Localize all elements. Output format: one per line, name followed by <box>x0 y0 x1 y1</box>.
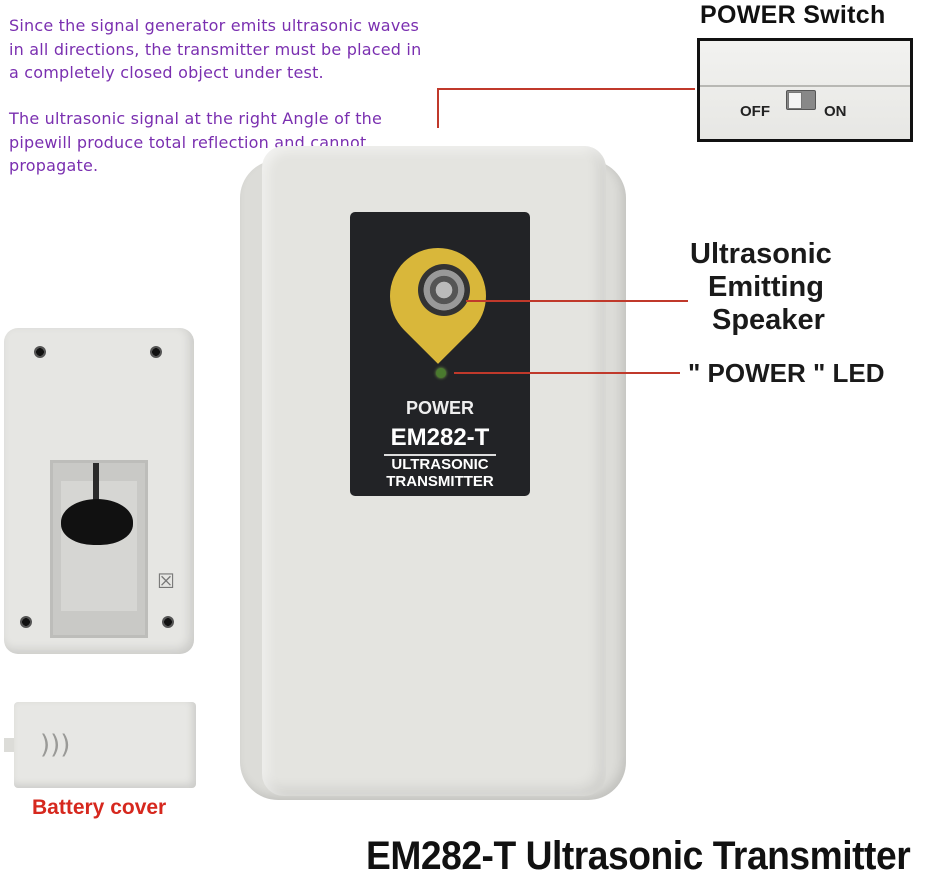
led-callout-label: " POWER " LED <box>688 358 885 388</box>
power-switch-title: POWER Switch <box>700 1 886 29</box>
speaker-callout-line <box>466 300 688 302</box>
panel-subtitle-line2: TRANSMITTER <box>386 473 494 490</box>
switch-groove <box>700 85 910 87</box>
battery-cover-label: Battery cover <box>32 796 167 819</box>
screw-icon <box>150 346 162 358</box>
battery-cover: ))) <box>14 702 196 788</box>
description-line: a completely closed object under test. <box>9 63 324 82</box>
speaker-label-line: Ultrasonic <box>690 238 832 270</box>
description-line: Since the signal generator emits ultraso… <box>9 16 420 35</box>
transmitter-label-panel: POWER EM282-T ULTRASONIC TRANSMITTER <box>350 212 530 496</box>
speaker-label-line: Emitting <box>708 271 824 303</box>
description-line: The ultrasonic signal at the right Angle… <box>9 109 383 128</box>
screw-icon <box>34 346 46 358</box>
crossed-bin-icon: ☒ <box>157 569 175 593</box>
switch-knob <box>788 92 802 109</box>
switch-off-label: OFF <box>740 103 770 120</box>
description-paragraph-1: Since the signal generator emits ultraso… <box>9 14 421 85</box>
panel-subtitle-line1: ULTRASONIC <box>391 456 489 473</box>
panel-divider <box>384 454 496 456</box>
power-led-icon <box>436 368 446 378</box>
product-title: EM282-T Ultrasonic Transmitter <box>366 834 911 878</box>
description-line: propagate. <box>9 156 99 175</box>
speaker-label-line: Speaker <box>712 304 825 336</box>
battery-clip <box>61 499 133 545</box>
led-callout-line <box>454 372 680 374</box>
grip-icon: ))) <box>40 730 71 760</box>
battery-wire <box>93 463 99 503</box>
screw-icon <box>162 616 174 628</box>
switch-on-label: ON <box>824 103 847 120</box>
speaker-icon <box>418 264 470 316</box>
battery-compartment <box>50 460 148 638</box>
screw-icon <box>20 616 32 628</box>
switch-callout-line-vertical <box>437 88 439 128</box>
battery-cover-tab <box>4 738 14 752</box>
switch-callout-line <box>437 88 695 90</box>
power-switch-inset: OFF ON <box>697 38 913 142</box>
description-line: in all directions, the transmitter must … <box>9 39 422 59</box>
panel-power-label: POWER <box>405 398 474 418</box>
speaker-callout-label: Ultrasonic Emitting Speaker <box>690 238 832 337</box>
panel-model-label: EM282-T <box>390 424 490 451</box>
transmitter-back-view: ☒ <box>4 328 194 654</box>
